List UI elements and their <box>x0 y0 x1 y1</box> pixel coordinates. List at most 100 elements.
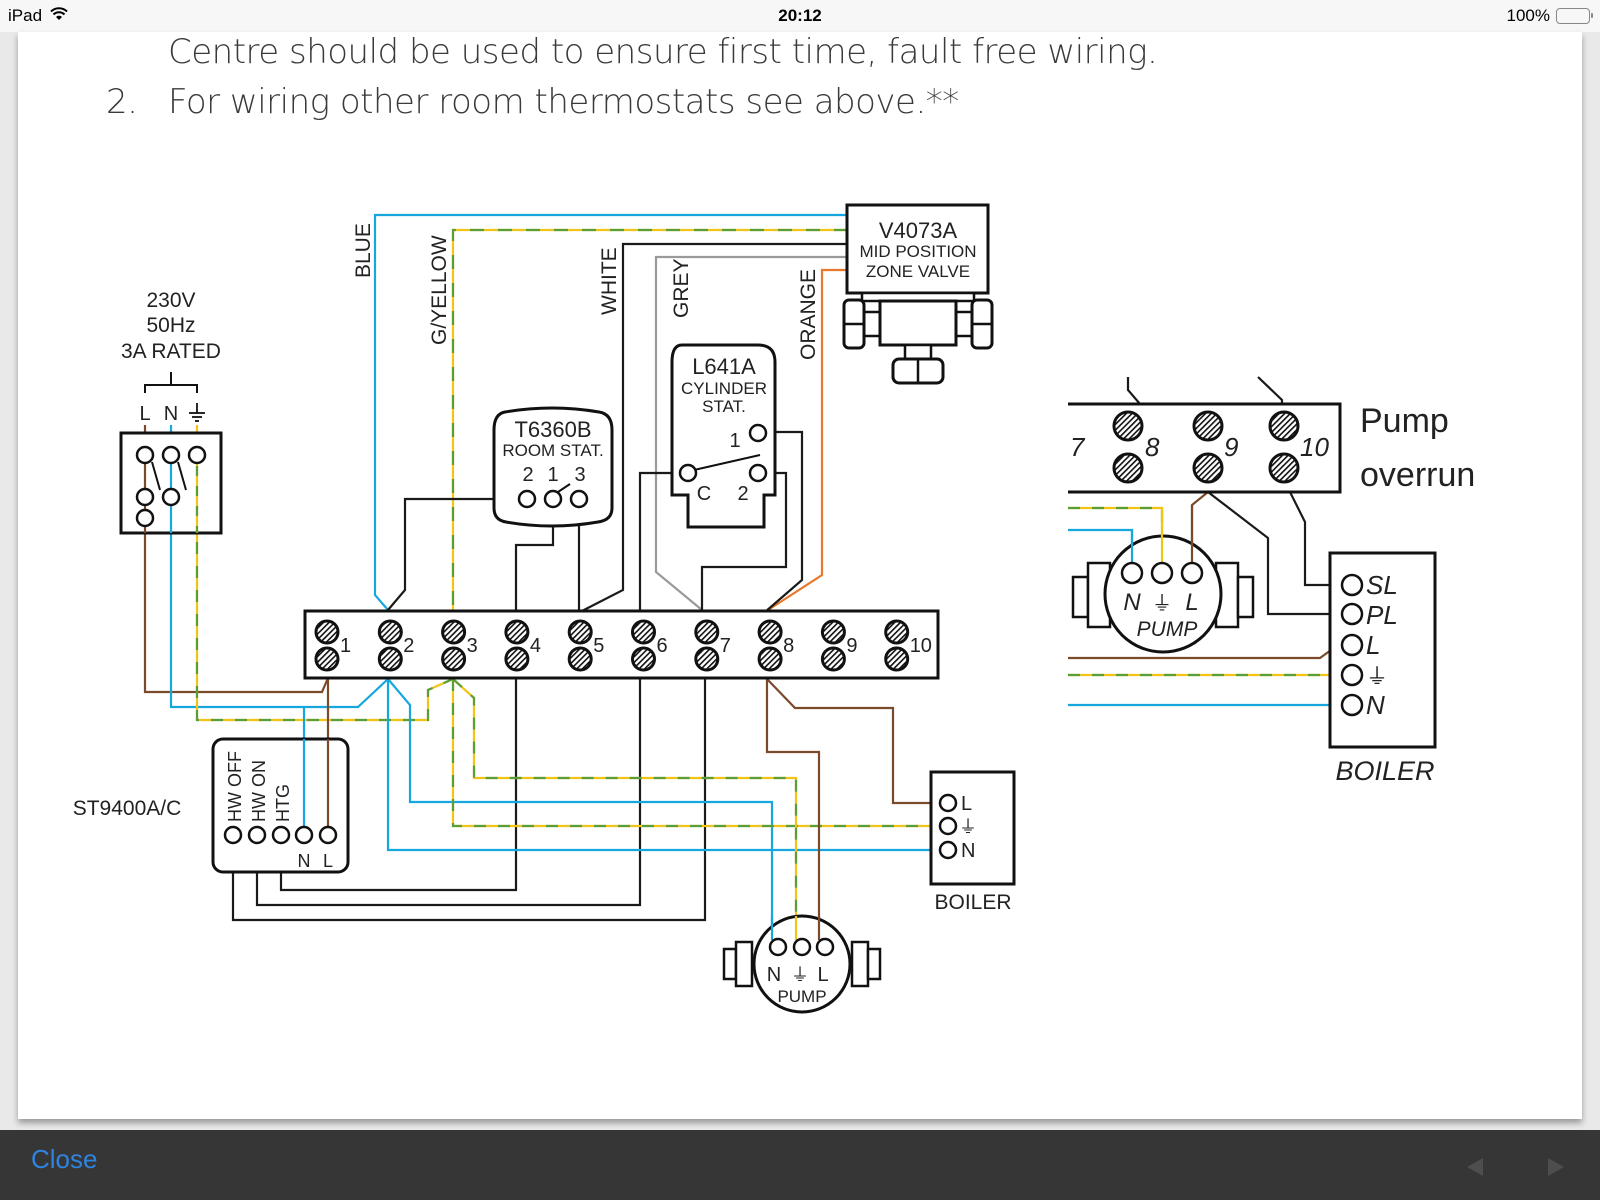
document-page: Centre should be used to ensure first ti… <box>18 32 1582 1119</box>
wire-label-gyellow: G/YELLOW <box>428 235 451 345</box>
battery-percent: 100% <box>1506 6 1550 25</box>
device-name: iPad <box>8 6 43 25</box>
programmer-terminal-label: HW ON <box>249 760 269 822</box>
boiler-label: BOILER <box>934 891 1011 914</box>
terminal-screw <box>314 646 340 672</box>
bottom-toolbar: Close <box>0 1130 1600 1200</box>
pump-terminal-label: L <box>817 964 828 986</box>
terminal-screw <box>567 646 593 672</box>
supply-voltage: 230V <box>146 289 195 312</box>
inset-terminal-label: 10 <box>1300 432 1329 462</box>
inset-boiler-terminal-label: SL <box>1366 570 1398 600</box>
pump-terminal-label: ⏚ <box>791 965 809 985</box>
supply-rating: 3A RATED <box>121 340 221 363</box>
junction-terminal-label: 1 <box>340 635 351 657</box>
terminal-screw <box>694 646 720 672</box>
terminal-screw <box>504 646 530 672</box>
battery-icon <box>1556 8 1593 24</box>
cylinder-stat-line3: STAT. <box>702 397 746 416</box>
programmer-terminal-label: L <box>323 851 333 871</box>
cylinder-stat-terminal-label: C <box>697 483 711 505</box>
cylinder-stat-terminal-label: 1 <box>729 430 740 452</box>
inset-terminal-label: 9 <box>1224 432 1238 462</box>
zone-valve-model: V4073A <box>879 218 958 243</box>
list-number: 2. <box>106 82 138 122</box>
wire-grey-valve <box>654 255 848 611</box>
clock: 20:12 <box>778 6 822 25</box>
junction-terminal-label: 8 <box>783 635 794 657</box>
pump-overrun-title: Pump <box>1360 402 1449 440</box>
zone-valve: V4073A MID POSITION ZONE VALVE <box>842 203 994 385</box>
room-stat-terminal-label: 2 <box>522 464 533 486</box>
room-stat-label: ROOM STAT. <box>502 441 603 460</box>
junction-terminal-label: 6 <box>657 635 668 657</box>
inset-pump-label: PUMP <box>1137 618 1198 641</box>
terminal-screw <box>884 646 910 672</box>
boiler-terminal-label: N <box>961 840 975 862</box>
programmer: ST9400A/C HW OFF HW ON HTG N L <box>73 737 350 874</box>
inset-pump-terminal-label: L <box>1185 589 1198 616</box>
cylinder-stat: L641A CYLINDER STAT. 1 C 2 <box>670 343 777 529</box>
terminal-screw <box>631 646 656 672</box>
pump-overrun-title: overrun <box>1360 456 1475 494</box>
supply-frequency: 50Hz <box>146 314 195 337</box>
pump-label: PUMP <box>777 987 826 1006</box>
boiler-terminal-label: ⏚ <box>959 817 977 837</box>
earth-icon <box>189 403 205 422</box>
document-text-line: For wiring other room thermostats see ab… <box>168 82 959 122</box>
programmer-terminal-label: HTG <box>273 784 293 822</box>
programmer-terminal-label: HW OFF <box>225 751 245 822</box>
terminal-screw <box>884 619 910 645</box>
boiler-terminal-label: L <box>961 793 972 815</box>
wire-orange-valve <box>764 268 848 613</box>
terminal-screw <box>377 619 403 645</box>
junction-terminal-label: 9 <box>846 635 857 657</box>
room-stat-terminal-label: 1 <box>547 464 558 486</box>
wire-label-grey: GREY <box>670 258 693 318</box>
junction-terminal-label: 7 <box>720 635 731 657</box>
room-stat: T6360B ROOM STAT. 2 1 3 <box>492 406 614 528</box>
terminal-screw <box>694 619 720 645</box>
programmer-terminal-label: N <box>298 851 311 871</box>
status-bar: iPad 20:12 100% <box>0 0 1600 32</box>
inset-boiler-terminal-label: PL <box>1366 600 1398 630</box>
cylinder-stat-line2: CYLINDER <box>681 379 767 398</box>
terminal-screw <box>567 619 593 645</box>
terminal-screw <box>820 646 846 672</box>
zone-valve-line3: ZONE VALVE <box>866 262 970 281</box>
wire-label-blue: BLUE <box>352 223 375 278</box>
wifi-icon <box>50 6 68 26</box>
pump-overrun-inset: 7 8 9 10 Pump overrun N ⏚ <box>1068 402 1475 786</box>
terminal-screw <box>757 619 783 645</box>
terminal-screw <box>314 619 340 645</box>
pump: N ⏚ L PUMP <box>722 914 882 1014</box>
junction-terminal-label: 2 <box>403 635 414 657</box>
cylinder-stat-terminal-label: 2 <box>737 483 748 505</box>
programmer-model: ST9400A/C <box>73 797 182 820</box>
supply-terminal-l: L <box>139 403 150 425</box>
cylinder-stat-model: L641A <box>692 354 756 379</box>
inset-pump-terminal-label: N <box>1123 589 1141 616</box>
terminal-screw <box>441 646 467 672</box>
pump-terminal-label: N <box>767 964 781 986</box>
zone-valve-line2: MID POSITION <box>859 242 976 261</box>
junction-terminal-label: 3 <box>467 635 478 657</box>
close-button[interactable]: Close <box>31 1144 98 1174</box>
junction-terminal-label: 5 <box>593 635 604 657</box>
room-stat-model: T6360B <box>514 417 591 442</box>
junction-terminal-label: 10 <box>910 635 932 657</box>
terminal-screw <box>504 619 530 645</box>
wire-label-white: WHITE <box>598 247 621 315</box>
terminal-screw <box>820 619 846 645</box>
wire-labels: BLUE G/YELLOW WHITE GREY ORANGE <box>352 223 820 360</box>
chevron-right-icon[interactable] <box>1548 1158 1564 1176</box>
boiler: L ⏚ N BOILER <box>929 770 1016 914</box>
inset-terminal-label: 8 <box>1145 432 1160 462</box>
chevron-left-icon[interactable] <box>1467 1158 1483 1176</box>
wire-white-valve <box>579 242 848 613</box>
supply-terminal-n: N <box>164 403 178 425</box>
document-text-line: Centre should be used to ensure first ti… <box>168 32 1158 72</box>
terminal-screw <box>757 646 783 672</box>
inset-boiler-terminal-label: N <box>1366 690 1385 720</box>
